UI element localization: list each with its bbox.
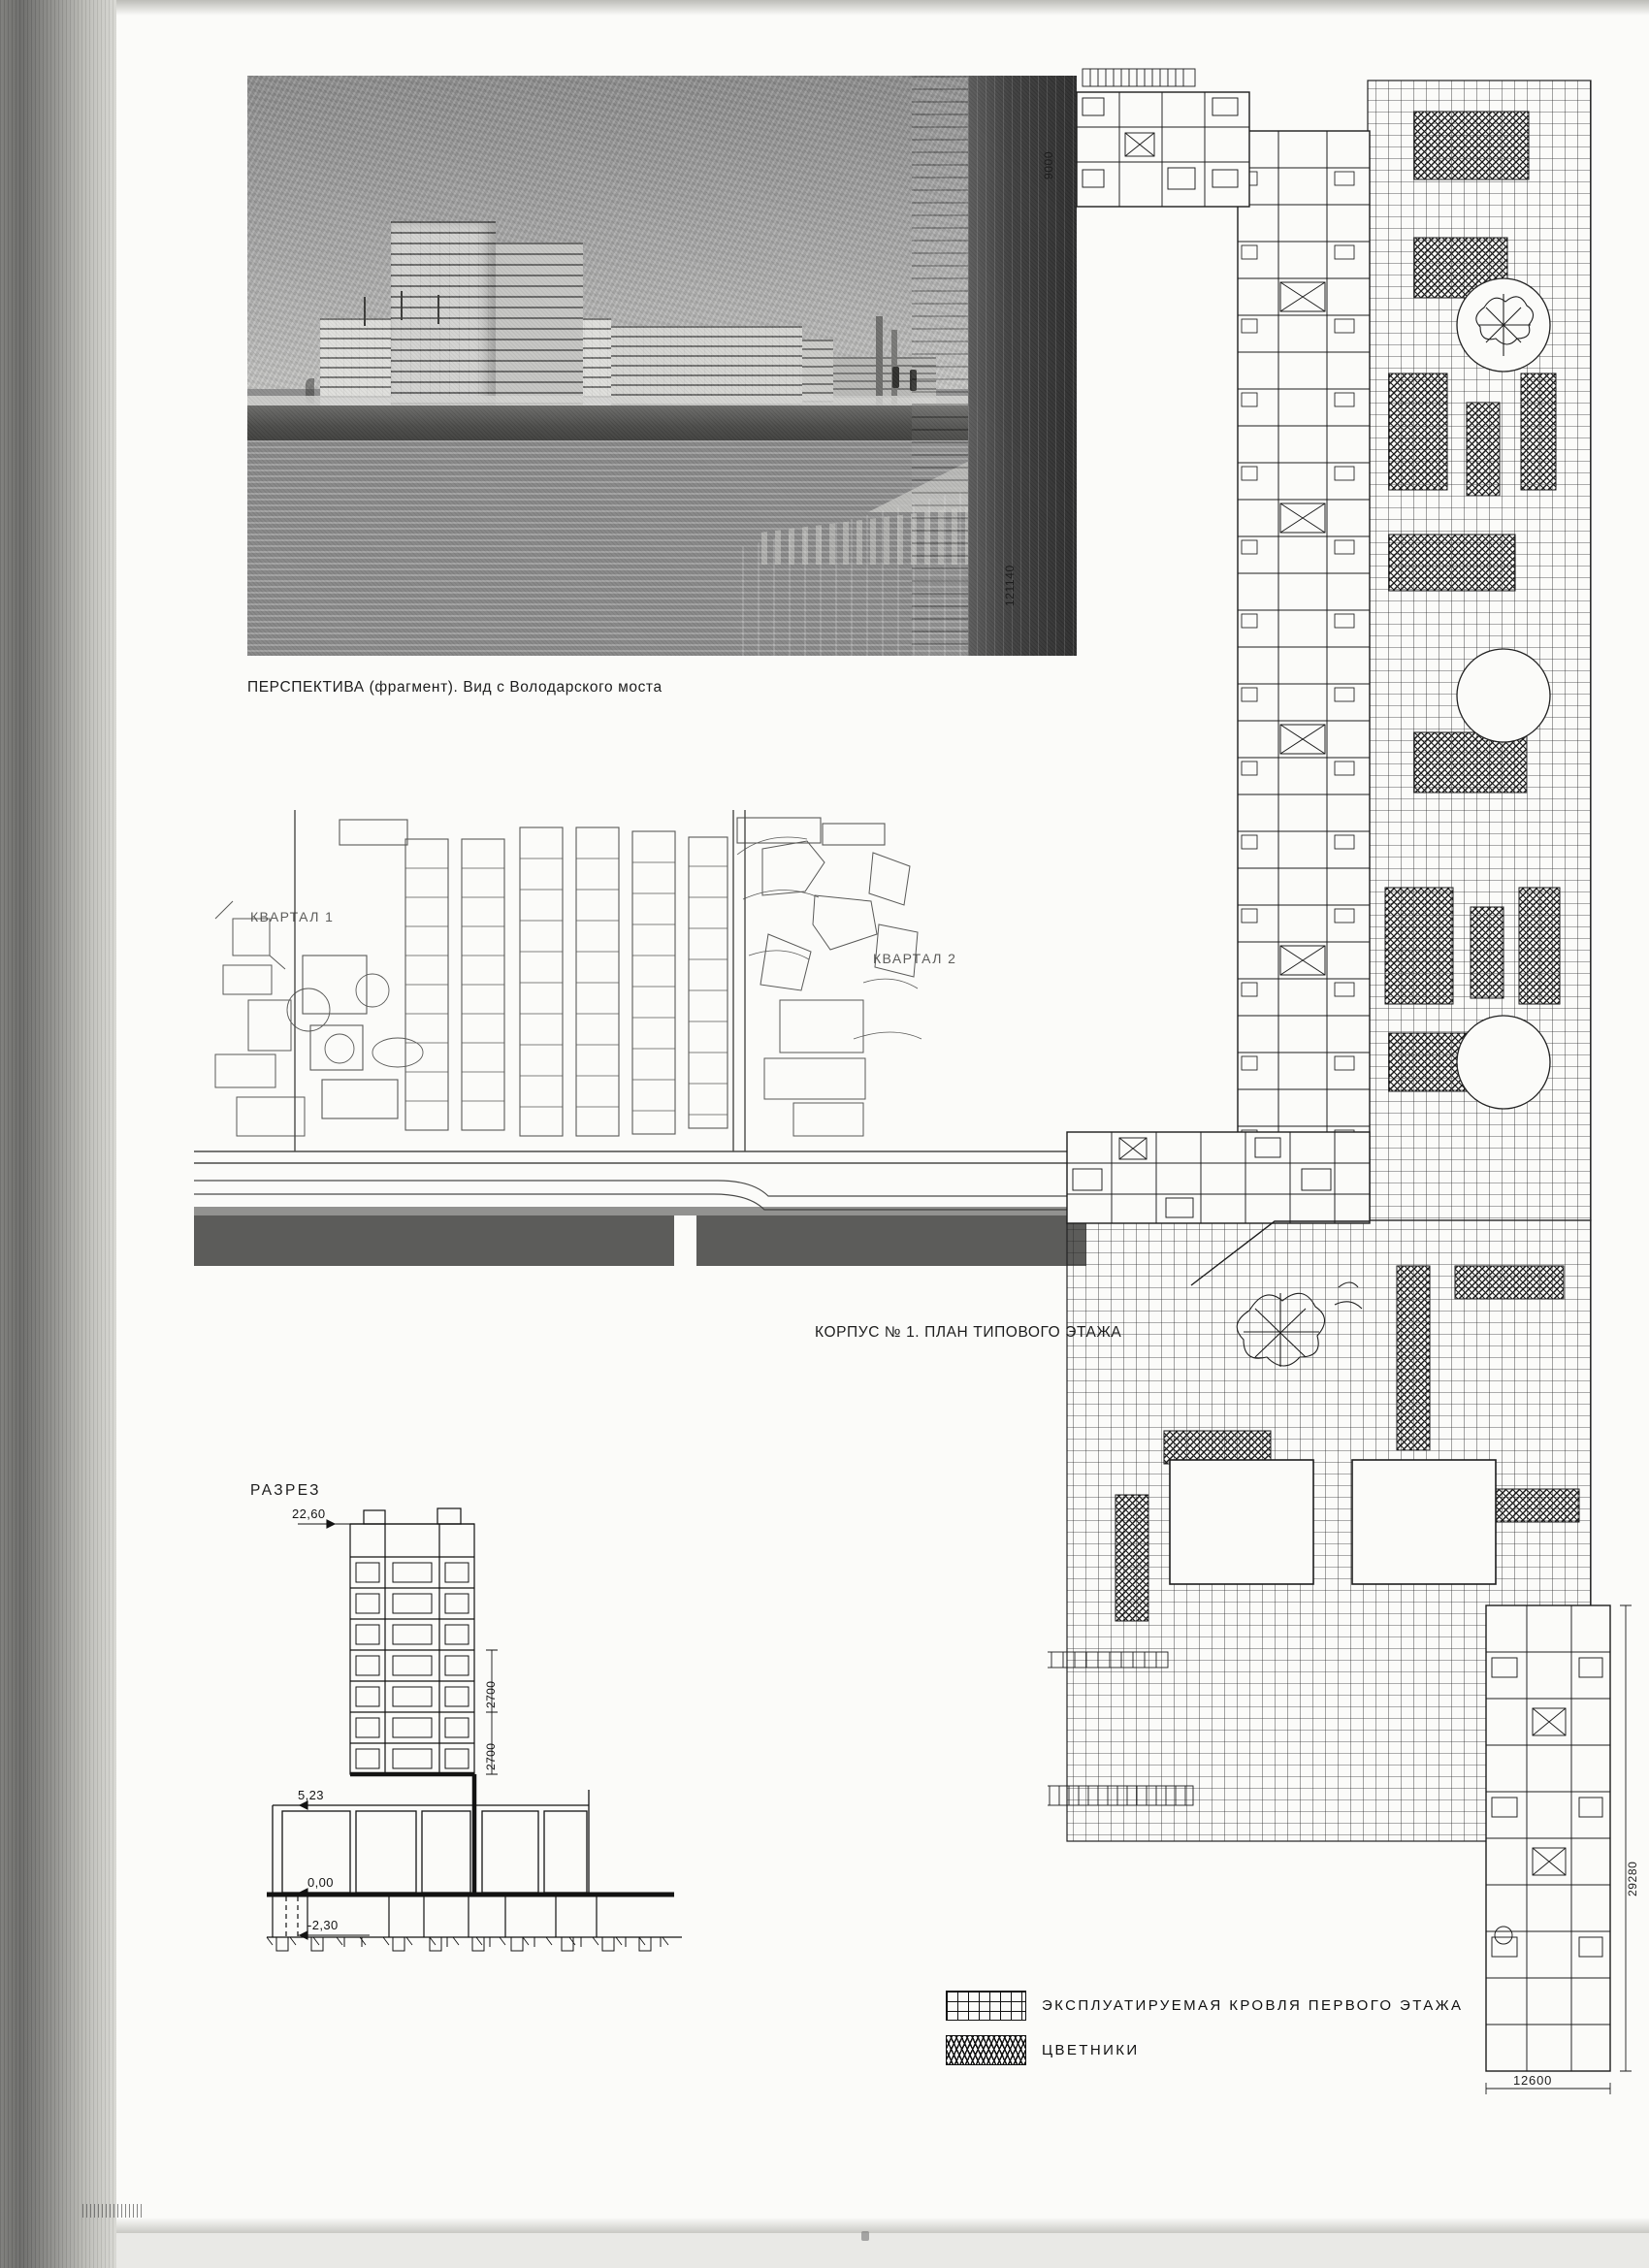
section-svg — [266, 1507, 682, 1952]
legend-item-roof: ЭКСПЛУАТИРУЕМАЯ КРОВЛЯ ПЕРВОГО ЭТАЖА — [946, 1991, 1463, 2021]
section-elevation-basement: -2,30 — [307, 1918, 339, 1932]
site-plan-drawing: КВАРТАЛ 1 КВАРТАЛ 2 — [194, 810, 1086, 1266]
photo-pedestrian-1 — [892, 367, 899, 388]
floorplan-dim-overall-vertical: 121140 — [1003, 565, 1017, 606]
section-floor-height-1: 2700 — [484, 1680, 498, 1708]
grid-hatch-swatch-icon — [946, 1991, 1026, 2021]
photo-tower-2 — [496, 243, 583, 405]
floorplan-dim-bottom-width: 12600 — [1513, 2073, 1553, 2088]
scan-gutter-streaks — [0, 0, 116, 2268]
legend-item-flowerbeds: ЦВЕТНИКИ — [946, 2035, 1140, 2065]
floorplan-dim-top-bay: 9000 — [1042, 150, 1055, 179]
scan-gutter — [0, 0, 116, 2268]
photo-housing-slab-2 — [589, 326, 802, 405]
floorplan-dim-right-vertical: 29280 — [1626, 1861, 1639, 1896]
site-plan-quay-strip — [194, 1207, 1086, 1215]
photo-flagpole-2 — [401, 291, 403, 320]
photo-foreground-building-edge — [968, 76, 1077, 656]
floor-plan-svg — [1048, 68, 1632, 2094]
section-drawing: 22,60 5,23 0,00 -2,30 2700 2700 — [247, 1499, 694, 1974]
section-floor-height-2: 2700 — [484, 1742, 498, 1770]
legend-label-roof: ЭКСПЛУАТИРУЕМАЯ КРОВЛЯ ПЕРВОГО ЭТАЖА — [1042, 1997, 1464, 2014]
photo-flagpole-1 — [364, 297, 366, 326]
photo-tower-1 — [391, 221, 496, 405]
dense-hatch-swatch-icon — [946, 2035, 1026, 2065]
site-plan-block-1-label: КВАРТАЛ 1 — [250, 909, 335, 924]
perspective-photograph — [247, 76, 1077, 656]
scan-artifact-bottom-center — [861, 2231, 869, 2241]
site-plan-svg — [194, 810, 1086, 1211]
typical-floor-plan-drawing: 9000 121140 29280 12600 — [1003, 53, 1639, 2100]
paper-top-edge — [76, 0, 1649, 16]
perspective-caption: ПЕРСПЕКТИВА (фрагмент). Вид с Володарско… — [247, 679, 663, 696]
section-elevation-podium: 5,23 — [298, 1788, 324, 1802]
floorplan-caption: КОРПУС № 1. ПЛАН ТИПОВОГО ЭТАЖА — [815, 1324, 1122, 1341]
section-elevation-roof: 22,60 — [292, 1507, 326, 1521]
legend: ЭКСПЛУАТИРУЕМАЯ КРОВЛЯ ПЕРВОГО ЭТАЖА ЦВЕ… — [946, 1991, 1489, 2092]
site-plan-river-right — [696, 1215, 1086, 1266]
site-plan-block-2-label: КВАРТАЛ 2 — [873, 951, 957, 966]
photo-foreground-building-mullions — [968, 76, 1077, 656]
legend-label-flowerbeds: ЦВЕТНИКИ — [1042, 2042, 1140, 2058]
section-title: РАЗРЕЗ — [250, 1482, 321, 1499]
photo-chimney-1 — [876, 316, 883, 405]
photo-flagpole-3 — [437, 295, 439, 324]
site-plan-river-left — [194, 1215, 674, 1266]
photo-quay-highlight — [247, 396, 1077, 406]
section-elevation-ground: 0,00 — [307, 1875, 334, 1890]
photo-pedestrian-2 — [910, 370, 917, 391]
photo-foreground-building-face — [912, 76, 968, 656]
photo-embankment — [247, 405, 1077, 440]
scan-artifact-bottom-left — [82, 2204, 143, 2218]
paper-bottom-edge — [76, 2218, 1649, 2233]
